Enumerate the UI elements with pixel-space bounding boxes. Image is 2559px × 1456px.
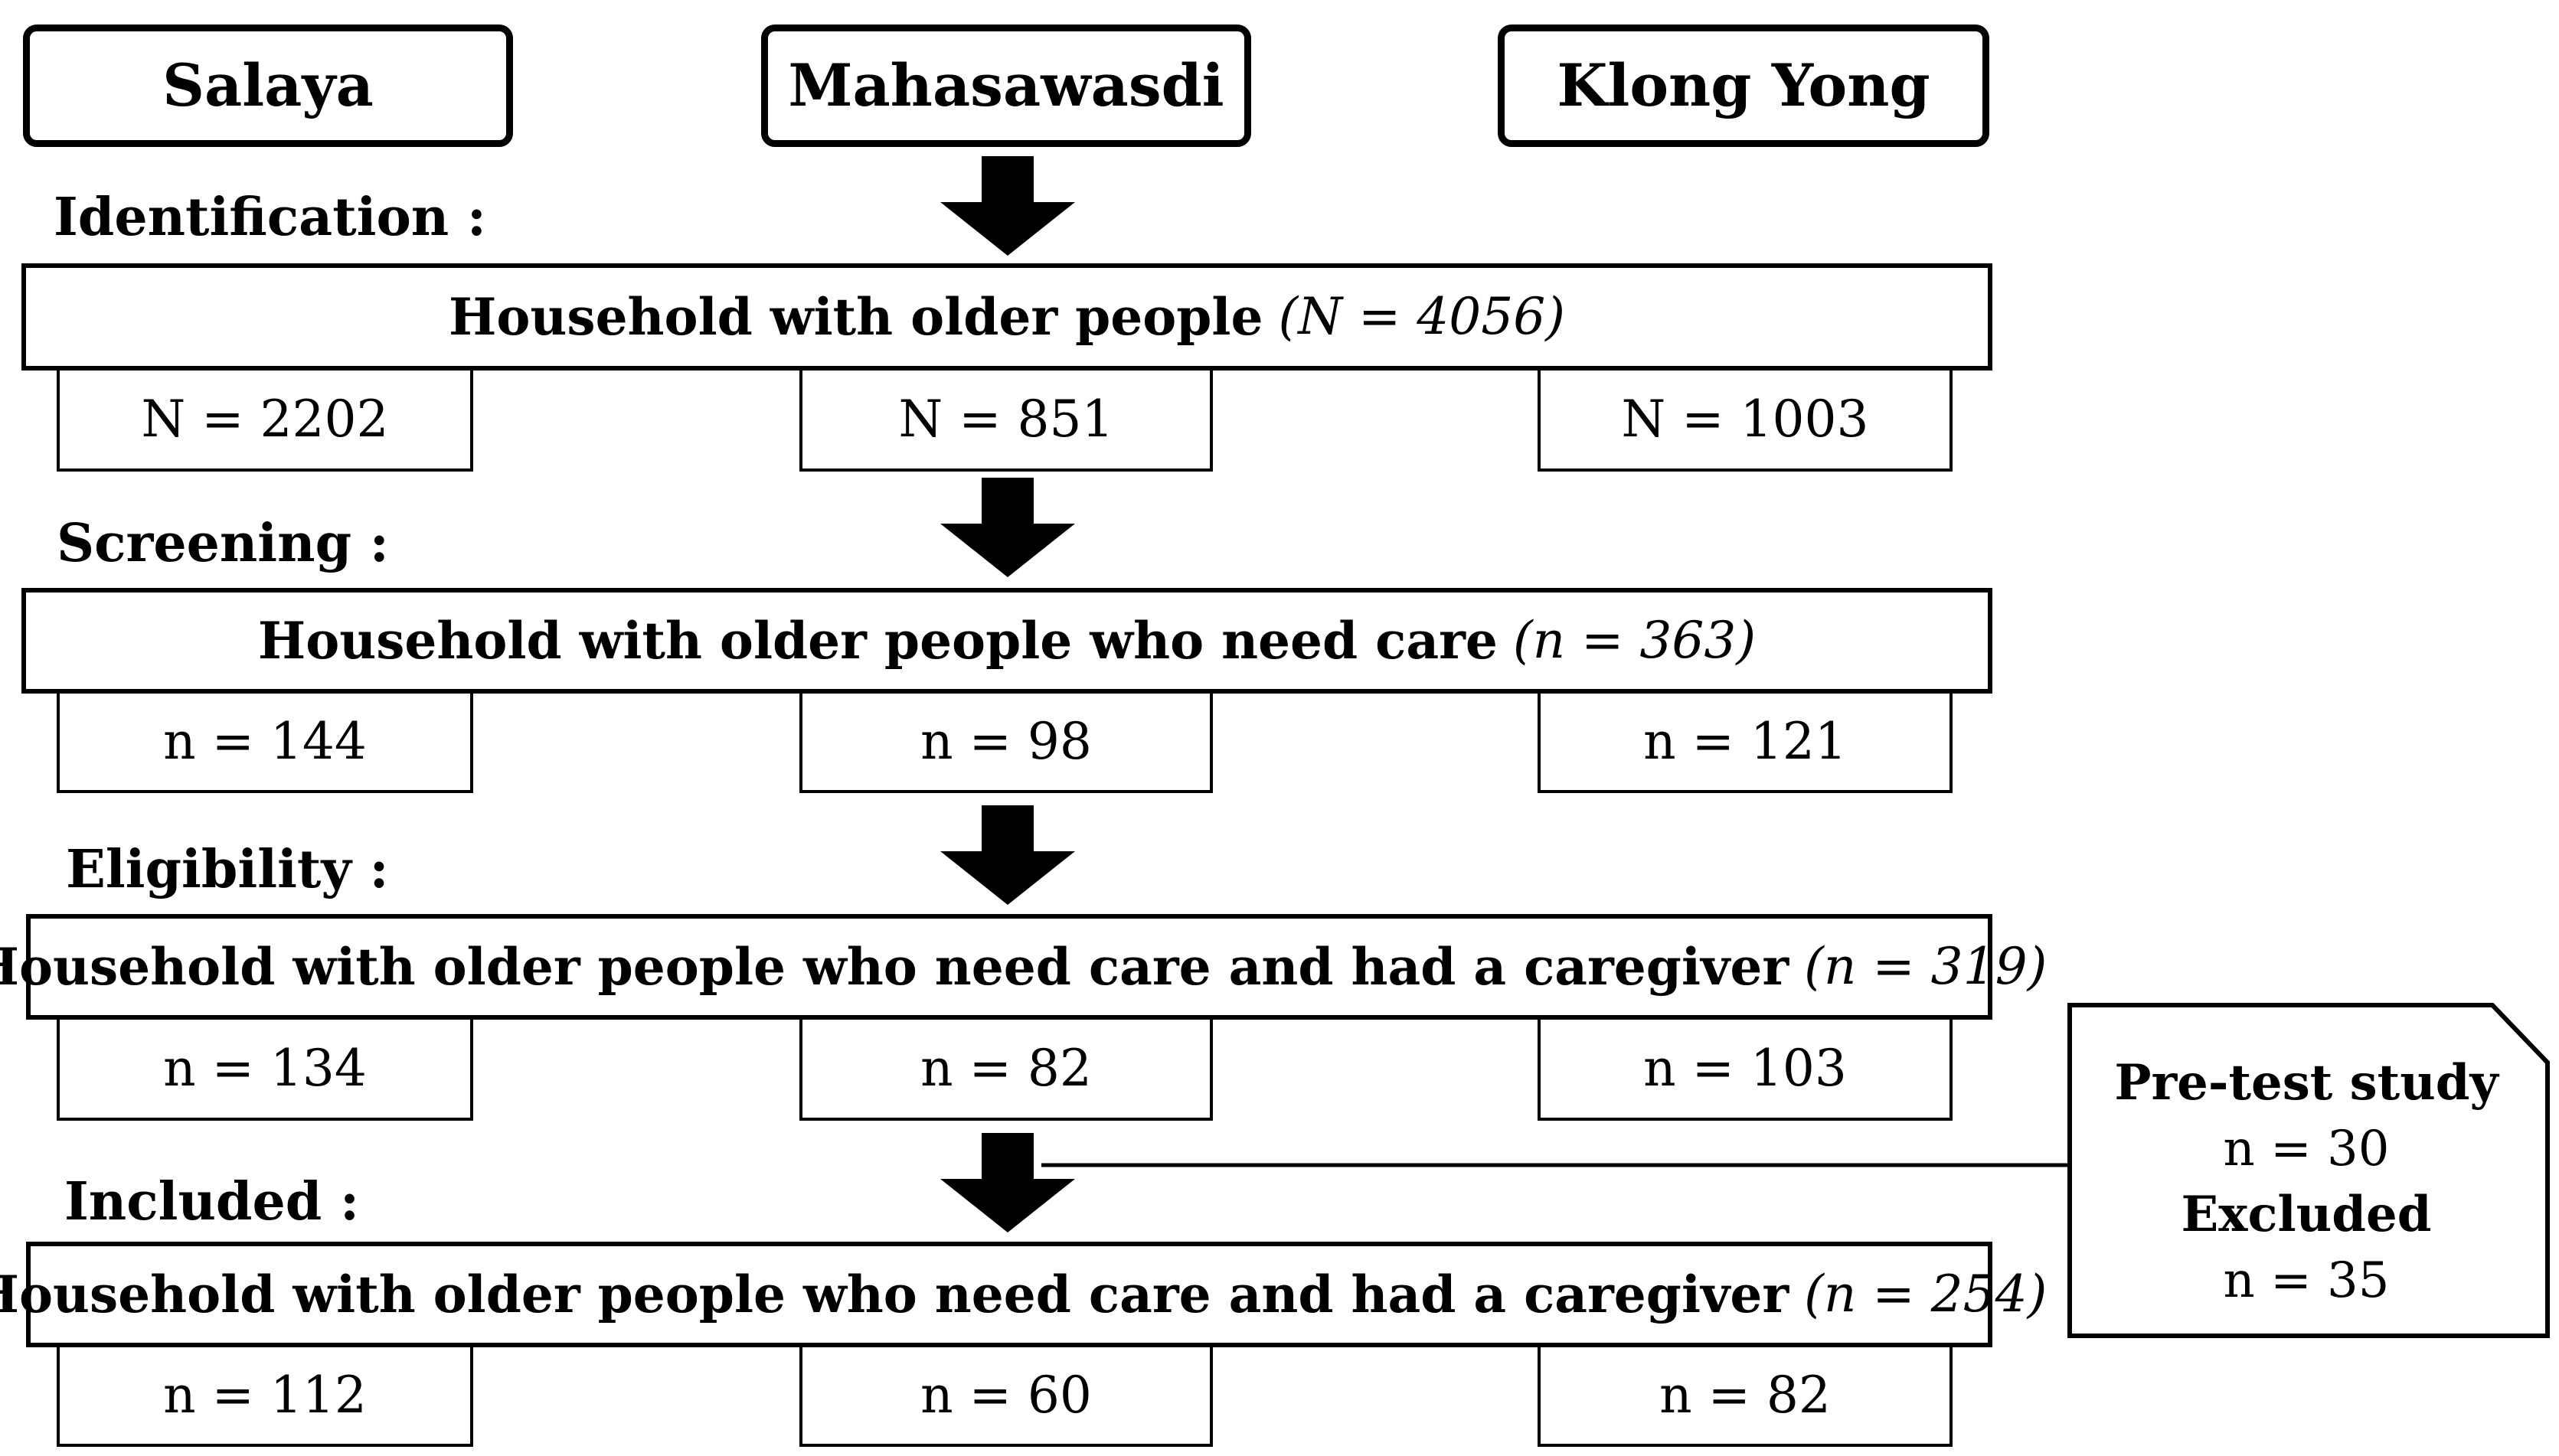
stage-heading-identification: Identification : (54, 187, 487, 248)
site-count: n = 134 (163, 1039, 367, 1098)
site-count: n = 103 (1643, 1039, 1847, 1098)
site-count: N = 2202 (141, 390, 389, 449)
site-count-box: n = 82 (1538, 1344, 1953, 1447)
site-count: n = 98 (920, 712, 1092, 771)
site-count-box: n = 60 (799, 1344, 1213, 1447)
stage-box-count: (n = 363) (1512, 611, 1757, 670)
site-count-box: n = 112 (57, 1344, 473, 1447)
site-count: n = 144 (163, 712, 367, 771)
excluded-label: Excluded (2181, 1186, 2432, 1243)
site-count-box: N = 2202 (57, 367, 473, 472)
site-label: Mahasawasdi (788, 51, 1224, 119)
site-count-box: n = 98 (799, 690, 1213, 793)
side-note-connector (1041, 1163, 2075, 1167)
stage-main-box-included: Household with older people who need car… (0, 1242, 2047, 1347)
site-count: n = 82 (1659, 1366, 1831, 1425)
site-count: N = 1003 (1621, 390, 1869, 449)
site-count-box: n = 144 (57, 690, 473, 793)
stage-box-count: (N = 4056) (1278, 287, 1565, 346)
down-arrow-icon (940, 1133, 1075, 1232)
site-count-box: n = 134 (57, 1017, 473, 1121)
stage-heading-eligibility: Eligibility : (66, 839, 389, 900)
site-count: n = 82 (920, 1039, 1092, 1098)
site-box-klong-yong: Klong Yong (1498, 24, 1989, 147)
down-arrow-icon (940, 156, 1075, 256)
site-count-box: n = 121 (1538, 690, 1953, 793)
stage-box-count: (n = 319) (1804, 937, 2048, 996)
site-count: N = 851 (898, 390, 1114, 449)
stage-box-label: Household with older people who need car… (257, 611, 1498, 671)
site-label: Salaya (162, 51, 374, 119)
stage-box-count: (n = 254) (1804, 1265, 2048, 1324)
site-count: n = 60 (920, 1366, 1092, 1425)
stage-heading-screening: Screening : (57, 513, 389, 574)
down-arrow-icon (940, 805, 1075, 905)
site-count: n = 121 (1643, 712, 1847, 771)
stage-box-label: Household with older people who need car… (0, 1265, 1789, 1324)
stage-main-box-eligibility: Household with older people who need car… (0, 914, 2047, 1020)
site-label: Klong Yong (1557, 51, 1930, 119)
stage-box-label: Household with older people who need car… (0, 937, 1789, 997)
site-box-salaya: Salaya (23, 24, 513, 147)
side-note-content: Pre-test study n = 30 Excluded n = 35 (2069, 1050, 2544, 1314)
site-count-box: N = 851 (799, 367, 1213, 472)
excluded-count: n = 35 (2223, 1252, 2390, 1309)
down-arrow-icon (940, 478, 1075, 577)
pretest-label: Pre-test study (2114, 1054, 2499, 1112)
site-count-box: N = 1003 (1538, 367, 1953, 472)
stage-main-box-screening: Household with older people who need car… (21, 588, 1992, 694)
site-count-box: n = 103 (1538, 1017, 1953, 1121)
pretest-count: n = 30 (2223, 1121, 2390, 1177)
side-note-box (2067, 1003, 2550, 1338)
site-count-box: n = 82 (799, 1017, 1213, 1121)
stage-heading-included: Included : (64, 1171, 360, 1232)
stage-main-box-identification: Household with older people (N = 4056) (21, 263, 1992, 371)
site-count: n = 112 (163, 1366, 367, 1425)
stage-box-label: Household with older people (449, 287, 1263, 347)
site-box-mahasawasdi: Mahasawasdi (761, 24, 1251, 147)
